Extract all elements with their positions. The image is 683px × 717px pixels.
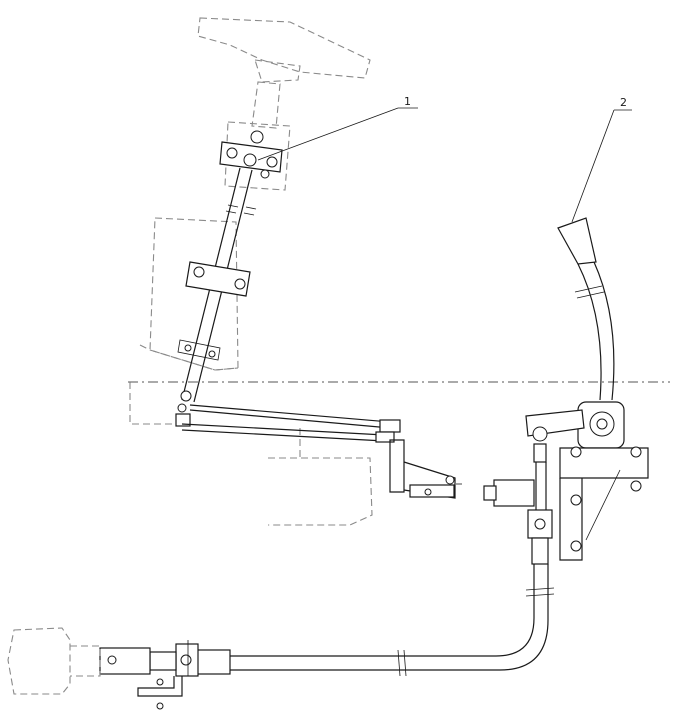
shift-pivot-housing [577, 401, 625, 449]
shift-lever [557, 217, 615, 401]
transmission-housing-phantom [7, 627, 101, 695]
shift-cable [230, 564, 555, 677]
column-pivot-joint [175, 390, 192, 427]
transmission-cable-fittings [99, 640, 231, 710]
linkage-rods [181, 404, 401, 443]
callout-1-label: 1 [404, 95, 411, 108]
linkage-bellcrank [389, 439, 462, 499]
callout-2-label: 2 [620, 96, 627, 109]
callout-2: 2 [571, 96, 632, 223]
callout-1: 1 [257, 95, 418, 161]
steering-wheel-phantom [197, 17, 371, 191]
cable-end-fitting [483, 462, 553, 565]
floor-phantom [268, 428, 373, 526]
shift-connecting-arm [525, 409, 585, 463]
shift-mounting-plate [559, 446, 649, 561]
column-housing-phantom [129, 217, 239, 425]
column-clamp [177, 339, 221, 361]
lower-column-bracket [185, 261, 251, 297]
upper-column-bracket [219, 130, 283, 179]
